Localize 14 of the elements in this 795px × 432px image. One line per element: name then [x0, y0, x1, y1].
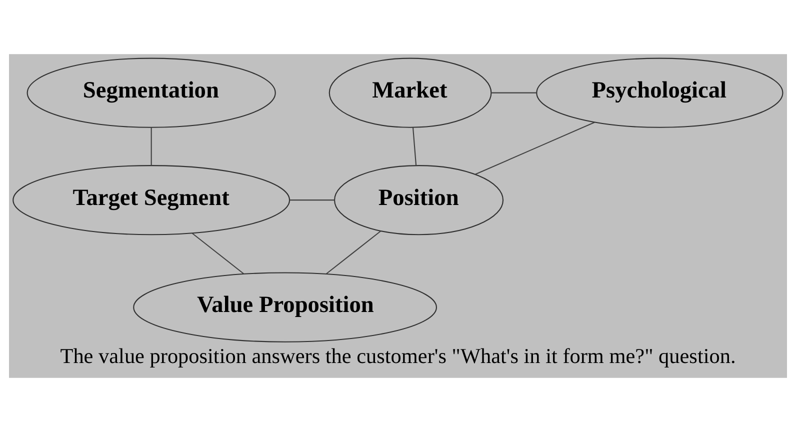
caption: The value proposition answers the customer's "What's in it form me?" question.	[60, 344, 736, 368]
node-ellipse: Target Segment	[12, 165, 290, 236]
node-ellipse: Segmentation	[26, 58, 276, 128]
node-ellipse: Psychological	[536, 58, 783, 128]
connector	[491, 92, 536, 94]
connector	[191, 232, 244, 274]
connector	[150, 127, 152, 166]
connector	[326, 230, 381, 274]
connector	[412, 127, 416, 166]
connector	[289, 200, 334, 201]
node-ellipse: Market	[328, 58, 492, 128]
node-ellipse: Position	[334, 165, 504, 236]
connector	[474, 122, 595, 175]
node-ellipse: Value Proposition	[132, 272, 436, 342]
